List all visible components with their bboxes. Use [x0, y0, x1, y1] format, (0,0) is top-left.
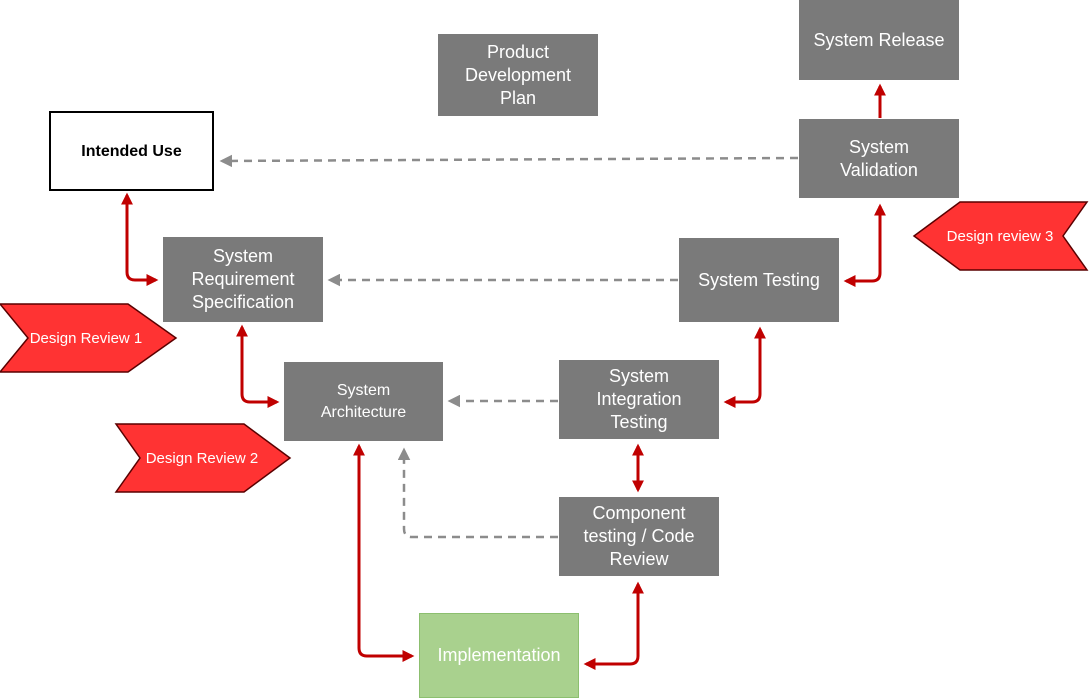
- design-review-2-label: Design Review 2: [145, 449, 259, 467]
- trace-links: [219, 154, 799, 539]
- link-testing-validation: [843, 203, 886, 287]
- link-intended-use-requirement: [121, 192, 159, 286]
- system-release-box: System Release: [799, 0, 959, 80]
- design-review-1-flag: [0, 303, 178, 373]
- product-development-plan-box: Product Development Plan: [438, 34, 598, 116]
- system-requirement-specification-box: System Requirement Specification: [163, 237, 323, 322]
- implementation-box: Implementation: [419, 613, 579, 698]
- link-integration-testing: [723, 326, 766, 408]
- system-testing-box: System Testing: [679, 238, 839, 322]
- link-requirement-architecture: [236, 324, 280, 408]
- link-architecture-implementation: [353, 443, 415, 662]
- design-review-flags: [0, 201, 1089, 493]
- design-review-3-flag: [912, 201, 1089, 271]
- component-testing-code-review-box: Component testing / Code Review: [559, 497, 719, 576]
- design-review-2-flag: [114, 423, 292, 493]
- trace-validation-to-intended-use: [219, 154, 799, 168]
- system-architecture-box: System Architecture: [284, 362, 443, 441]
- process-links: [121, 83, 886, 670]
- intended-use-box: Intended Use: [49, 111, 214, 191]
- design-review-3-label: Design review 3: [946, 227, 1054, 245]
- link-implementation-component: [583, 581, 644, 670]
- trace-component-to-architecture: [397, 447, 558, 539]
- system-validation-box: System Validation: [799, 119, 959, 198]
- system-integration-testing-box: System Integration Testing: [559, 360, 719, 439]
- design-review-1-label: Design Review 1: [29, 329, 143, 347]
